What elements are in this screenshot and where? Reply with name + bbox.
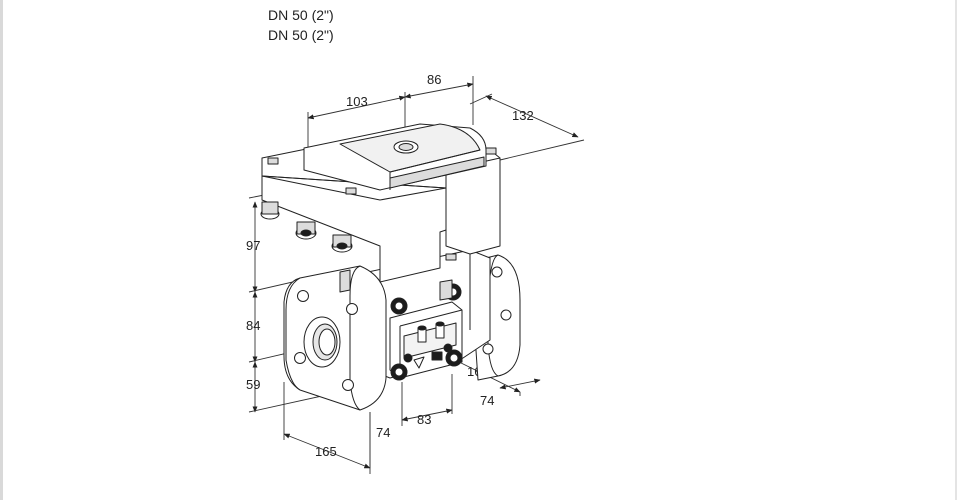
dim-86: 86 <box>427 72 441 87</box>
cover-seam <box>389 156 485 189</box>
dim-97: 97 <box>246 238 260 253</box>
nominal-size-label-2: DN 50 (2") <box>268 27 334 43</box>
dim-165-bottom: 165 <box>315 444 337 459</box>
right-edge-divider <box>955 0 957 500</box>
flange-bolt-hole <box>294 352 306 364</box>
dim-59: 59 <box>246 377 260 392</box>
flange-bolt-hole <box>346 303 358 315</box>
cable-glands <box>260 201 353 253</box>
flange-bolt-hole <box>297 290 309 302</box>
dim-103: 103 <box>346 94 368 109</box>
dim-84: 84 <box>246 318 260 333</box>
dim-74-right: 74 <box>480 393 494 408</box>
flow-arrow-icon <box>413 356 425 369</box>
dim-83: 83 <box>417 412 431 427</box>
dim-74-bottom: 74 <box>376 425 390 440</box>
flange-bolt-hole <box>491 266 503 278</box>
flange-bolt-hole <box>482 343 494 355</box>
flange-bolt-hole <box>500 309 512 321</box>
flange-bolt-hole <box>342 379 354 391</box>
plug-icon <box>431 351 443 361</box>
dim-132: 132 <box>512 108 534 123</box>
nominal-size-label-1: DN 50 (2") <box>268 7 334 23</box>
left-edge-divider <box>0 0 3 500</box>
valve-body <box>260 123 521 411</box>
